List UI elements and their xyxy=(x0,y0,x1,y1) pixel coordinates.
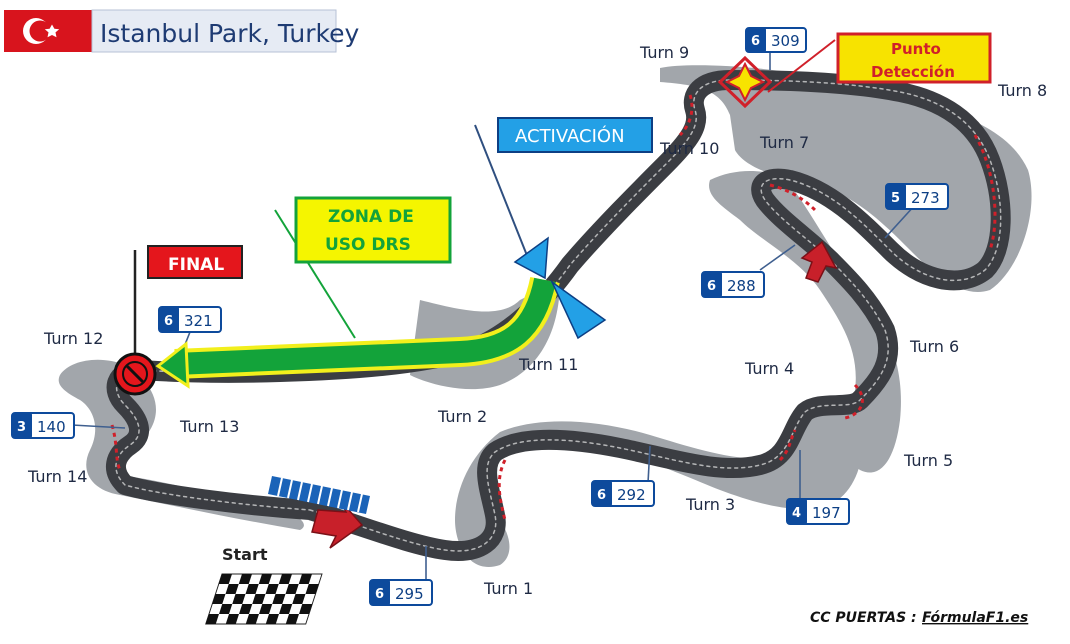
checkered-flag-icon xyxy=(205,573,323,625)
speed-box-value: 140 xyxy=(37,418,66,436)
drs-zone-label-line1: ZONA DE xyxy=(328,207,414,227)
speed-boxes: 6 309 5 273 6 288 6 321 3 140 xyxy=(11,27,949,606)
turn-2-label: Turn 2 xyxy=(437,407,487,426)
speed-box-value: 309 xyxy=(771,32,800,50)
speed-box-value: 292 xyxy=(617,486,646,504)
start-grid xyxy=(268,476,370,514)
header-banner: Istanbul Park, Turkey xyxy=(2,4,359,56)
speed-box-288: 6 288 xyxy=(701,271,765,298)
speed-box-197: 4 197 xyxy=(786,498,850,525)
start-flag: Start xyxy=(205,545,323,625)
speed-box-292: 6 292 xyxy=(591,480,655,507)
speed-box-value: 288 xyxy=(727,277,756,295)
speed-box-309: 6 309 xyxy=(745,27,807,53)
credit: CC PUERTAS : FórmulaF1.es xyxy=(810,610,1028,626)
start-line-arrow-icon xyxy=(311,499,364,549)
speed-leaders xyxy=(71,52,916,579)
turn-12-label: Turn 12 xyxy=(43,329,103,348)
title-box xyxy=(91,9,337,53)
speed-box-gear: 3 xyxy=(17,420,26,435)
turn-13-label: Turn 13 xyxy=(179,417,239,436)
speed-box-gear: 6 xyxy=(707,279,716,294)
final-label: FINAL xyxy=(168,255,224,275)
speed-box-gear: 4 xyxy=(792,506,801,521)
speed-box-295: 6 295 xyxy=(369,579,433,606)
turn-7-label: Turn 7 xyxy=(759,133,809,152)
activation-box xyxy=(497,117,653,153)
credit-site: FórmulaF1.es xyxy=(922,610,1028,626)
turn-1-label: Turn 1 xyxy=(483,579,533,598)
drs-zone-callout: ZONA DE USO DRS xyxy=(274,196,452,339)
turn-4-label: Turn 4 xyxy=(744,359,794,378)
detection-box xyxy=(836,32,992,84)
speed-box-value: 321 xyxy=(184,312,213,330)
activation-label: ACTIVACIÓN xyxy=(515,125,625,147)
speed-box-value: 295 xyxy=(395,585,424,603)
no-entry-icon xyxy=(113,352,157,396)
turn-11-label: Turn 11 xyxy=(518,355,578,374)
kerbs xyxy=(110,94,997,521)
page-title: Istanbul Park, Turkey xyxy=(100,19,359,48)
turn-labels: Turn 1 Turn 2 Turn 3 Turn 4 Turn 5 Turn … xyxy=(27,43,1047,598)
speed-box-gear: 6 xyxy=(751,34,760,49)
direction-arrows xyxy=(311,240,838,549)
detection-cross-icon xyxy=(717,55,773,109)
credit-author: CC PUERTAS : xyxy=(810,610,917,626)
speed-box-gear: 6 xyxy=(375,587,384,602)
speed-box-gear: 5 xyxy=(891,191,900,206)
speed-box-gear: 6 xyxy=(597,488,606,503)
turn-6-label: Turn 6 xyxy=(909,337,959,356)
speed-box-value: 273 xyxy=(911,189,940,207)
turn-8-label: Turn 8 xyxy=(997,81,1047,100)
drs-zone-label-line2: USO DRS xyxy=(325,235,411,255)
drs-zone-box xyxy=(294,196,452,264)
turn-7-arrow-icon xyxy=(800,240,838,283)
final-box xyxy=(147,245,243,279)
turn-10-label: Turn 10 xyxy=(659,139,719,158)
turn-14-label: Turn 14 xyxy=(27,467,87,486)
speed-box-value: 197 xyxy=(812,504,841,522)
start-label: Start xyxy=(222,545,268,564)
activation-marker: ACTIVACIÓN xyxy=(474,117,653,340)
turn-9-label: Turn 9 xyxy=(639,43,689,62)
turn-5-label: Turn 5 xyxy=(903,451,953,470)
drs-zone-arrow xyxy=(155,276,560,389)
detection-label-line1: Punto xyxy=(891,40,941,58)
detection-label-line2: Detección xyxy=(871,63,955,81)
speed-box-140: 3 140 xyxy=(11,412,75,439)
turn-3-label: Turn 3 xyxy=(685,495,735,514)
speed-box-273: 5 273 xyxy=(885,183,949,210)
speed-box-321: 6 321 xyxy=(158,306,222,333)
speed-box-gear: 6 xyxy=(164,314,173,329)
final-marker: FINAL xyxy=(113,245,243,396)
detection-point: Punto Detección xyxy=(717,32,992,109)
